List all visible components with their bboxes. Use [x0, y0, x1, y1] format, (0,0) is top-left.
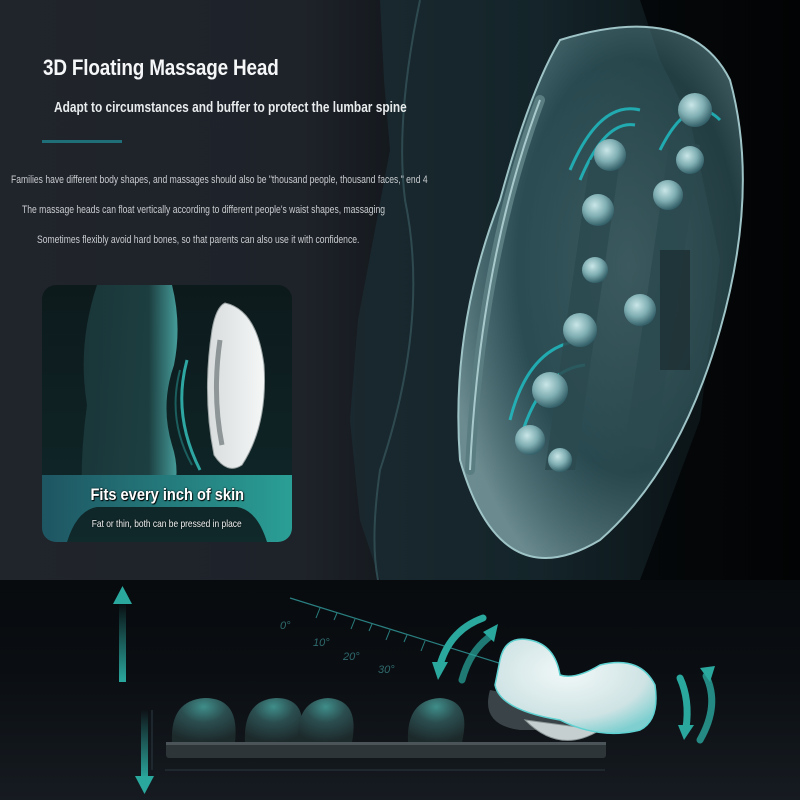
angle-tick-label: 20° [343, 651, 360, 663]
description-line: Sometimes flexibly avoid hard bones, so … [37, 234, 360, 246]
hero-section: 3D Floating Massage Head Adapt to circum… [11, 0, 744, 580]
feature-card-title: Fits every inch of skin [90, 485, 244, 504]
feature-card-subtitle: Fat or thin, both can be pressed in plac… [92, 518, 242, 530]
massager-shell [457, 25, 744, 559]
massage-head-tilt-section: 0° 10° 20° 30° [0, 580, 800, 800]
angle-tick-label: 0° [280, 620, 291, 632]
tilting-massage-head [488, 638, 657, 741]
body-profile-illustration [42, 285, 292, 542]
massager-on-back-illustration [350, 0, 744, 580]
angle-tick-label: 30° [378, 664, 395, 676]
description-line: The massage heads can float vertically a… [22, 204, 386, 216]
feature-card: Fits every inch of skin Fat or thin, bot… [42, 285, 292, 542]
accent-divider [42, 140, 122, 143]
vertical-float-arrow-icon [113, 586, 154, 794]
angle-tick-label: 10° [313, 637, 330, 649]
massage-head-row-illustration [113, 586, 716, 794]
page-subtitle: Adapt to circumstances and buffer to pro… [54, 100, 407, 116]
page-title: 3D Floating Massage Head [43, 55, 279, 80]
description-line: Families have different body shapes, and… [11, 174, 428, 186]
